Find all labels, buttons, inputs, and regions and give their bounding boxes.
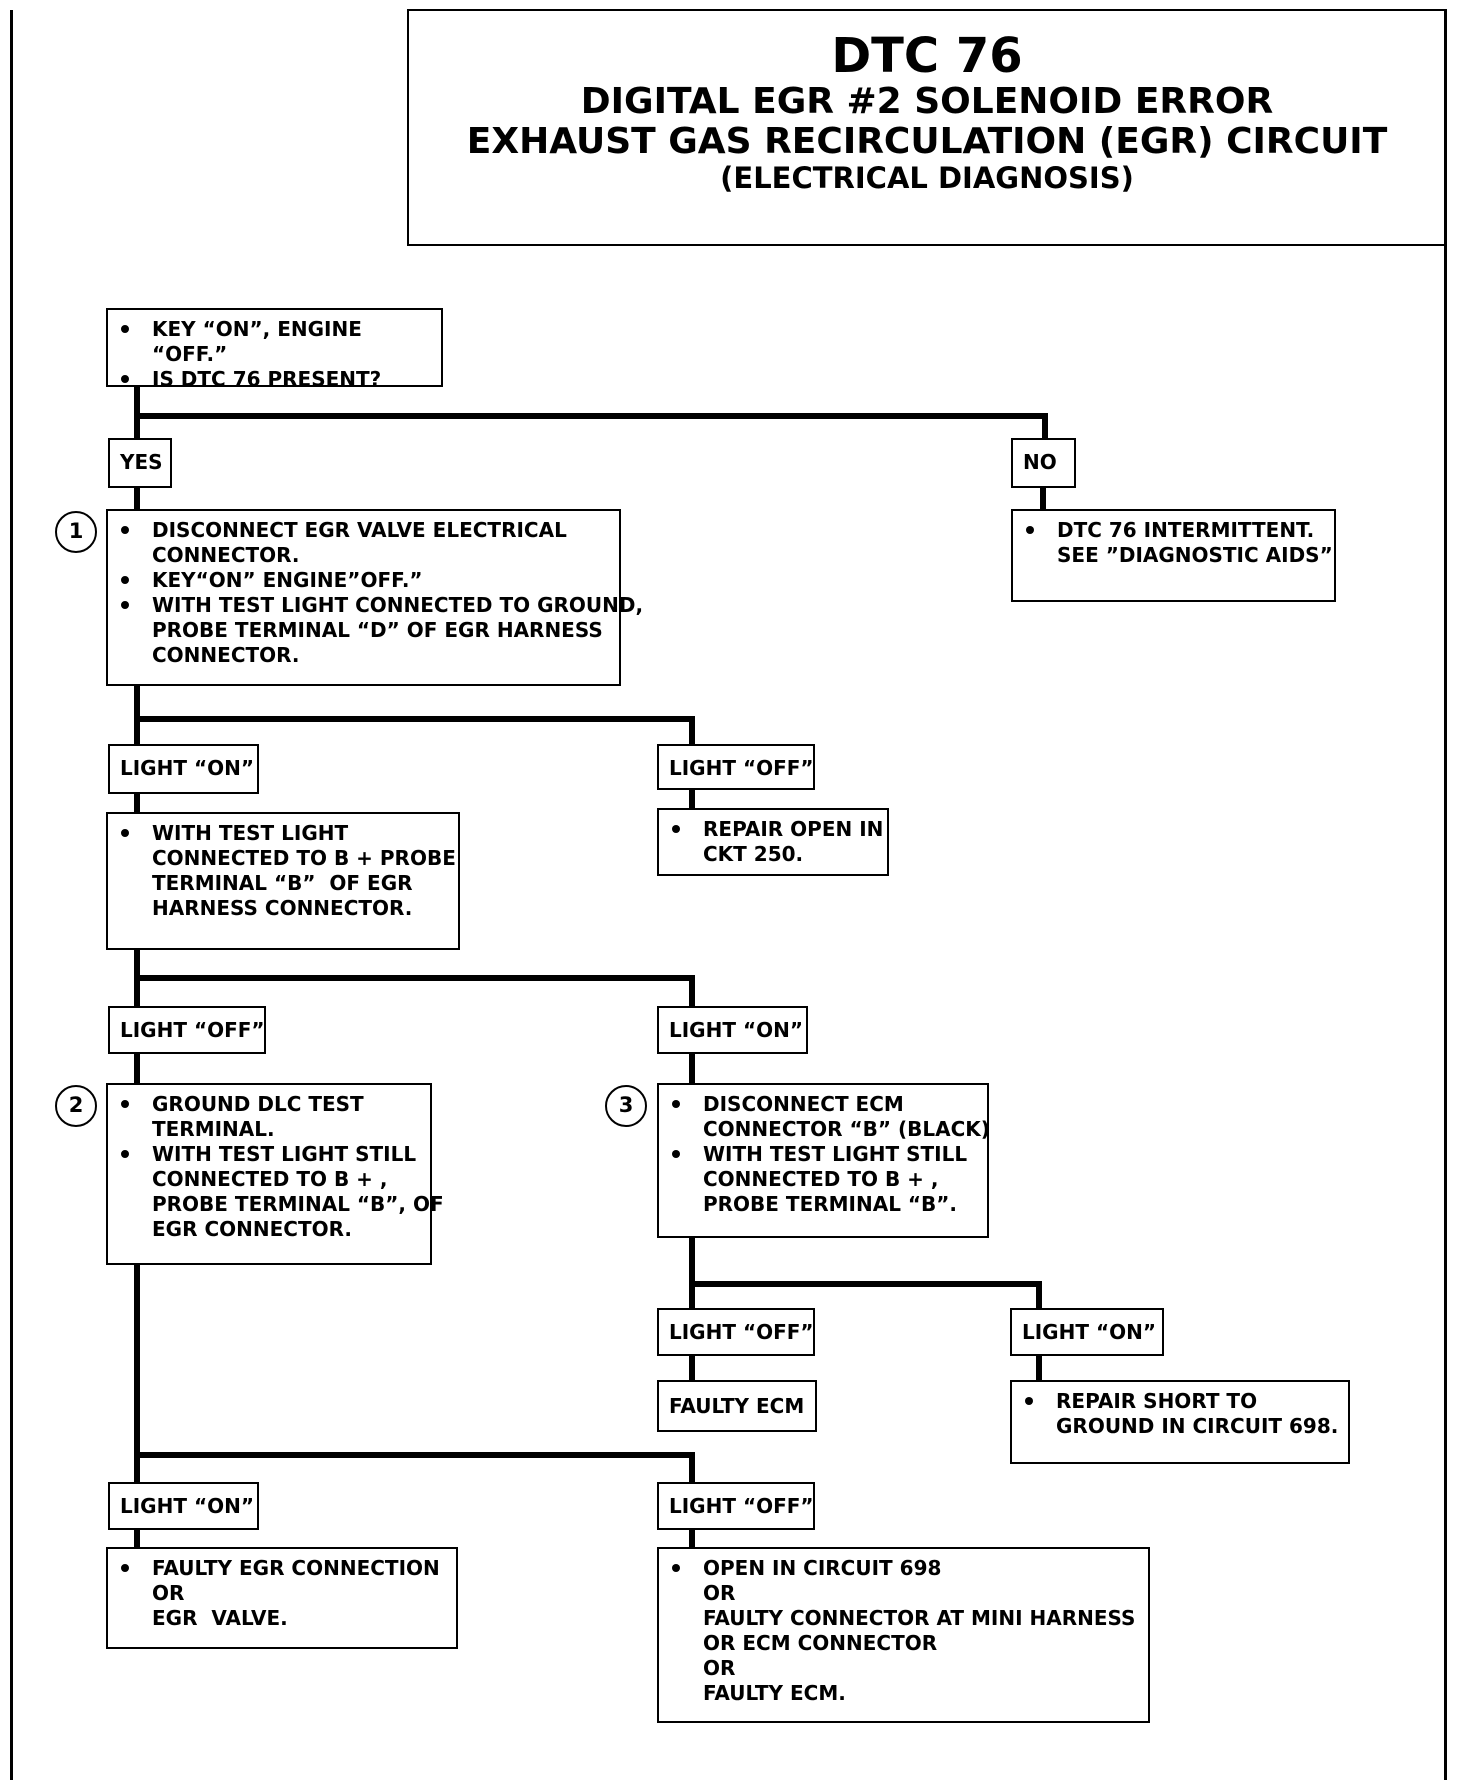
- step-start-box: KEY “ON”, ENGINE “OFF.” IS DTC 76 PRESEN…: [106, 308, 443, 391]
- label-light-off-c: LIGHT “OFF”: [657, 1308, 815, 1356]
- repair-short-box: REPAIR SHORT TO GROUND IN CIRCUIT 698.: [1010, 1380, 1350, 1464]
- step2-item-ground: GROUND DLC TEST TERMINAL.: [116, 1092, 422, 1142]
- dtc-intermittent-box: DTC 76 INTERMITTENT. SEE ”DIAGNOSTIC AID…: [1011, 509, 1336, 602]
- faulty-egr-item: FAULTY EGR CONNECTION OR EGR VALVE.: [116, 1556, 448, 1631]
- connector-branch-no: [134, 413, 1048, 441]
- label-yes: YES: [108, 438, 172, 488]
- frame-left-border: [10, 10, 13, 1780]
- title-line-2: EXHAUST GAS RECIRCULATION (EGR) CIRCUIT: [466, 121, 1388, 162]
- frame-right-border: [1444, 10, 1447, 1780]
- step1-text-disconnect: DISCONNECT EGR VALVE ELECTRICAL CONNECTO…: [152, 518, 567, 567]
- label-light-off-a: LIGHT “OFF”: [657, 744, 815, 790]
- connector-branch-c-on: [689, 1281, 1042, 1313]
- connector-branch-d-off: [134, 1452, 695, 1487]
- start-item-key: KEY “ON”, ENGINE “OFF.”: [116, 317, 433, 367]
- title-line-1: DIGITAL EGR #2 SOLENOID ERROR: [580, 81, 1274, 122]
- step1-item-key: KEY“ON” ENGINE”OFF.”: [116, 568, 611, 593]
- label-light-on-c: LIGHT “ON”: [1010, 1308, 1164, 1356]
- intermittent-item: DTC 76 INTERMITTENT. SEE ”DIAGNOSTIC AID…: [1021, 518, 1333, 568]
- step-2-box: GROUND DLC TEST TERMINAL. WITH TEST LIGH…: [106, 1083, 444, 1265]
- repair-open-item: REPAIR OPEN IN CKT 250.: [667, 817, 884, 867]
- step-marker-1: 1: [55, 511, 97, 553]
- connector-branch-b-on: [134, 975, 695, 1011]
- title-block: DTC 76 DIGITAL EGR #2 SOLENOID ERROR EXH…: [407, 10, 1445, 246]
- open-circuit-698-box: OPEN IN CIRCUIT 698 OR FAULTY CONNECTOR …: [657, 1547, 1150, 1723]
- repair-short-text: REPAIR SHORT TO GROUND IN CIRCUIT 698.: [1056, 1389, 1339, 1438]
- open-698-item: OPEN IN CIRCUIT 698 OR FAULTY CONNECTOR …: [667, 1556, 1140, 1706]
- start-item-question: IS DTC 76 PRESENT?: [116, 367, 433, 392]
- title-line-3: (ELECTRICAL DIAGNOSIS): [720, 161, 1134, 195]
- label-light-off-b: LIGHT “OFF”: [108, 1006, 266, 1054]
- repair-open-ckt250-box: REPAIR OPEN IN CKT 250.: [657, 808, 889, 876]
- repair-short-item: REPAIR SHORT TO GROUND IN CIRCUIT 698.: [1020, 1389, 1340, 1439]
- dtc-code-title: DTC 76: [831, 28, 1023, 84]
- label-light-off-d: LIGHT “OFF”: [657, 1482, 815, 1530]
- step3-item-probe: WITH TEST LIGHT STILL CONNECTED TO B + ,…: [667, 1142, 979, 1217]
- step3-text-probe: WITH TEST LIGHT STILL CONNECTED TO B + ,…: [703, 1142, 968, 1216]
- connector-branch-a-off: [134, 716, 695, 751]
- label-no: NO: [1011, 438, 1076, 488]
- step-3-box: DISCONNECT ECM CONNECTOR “B” (BLACK) WIT…: [657, 1083, 990, 1238]
- open-698-text: OPEN IN CIRCUIT 698 OR FAULTY CONNECTOR …: [703, 1556, 1136, 1705]
- step1-item-disconnect: DISCONNECT EGR VALVE ELECTRICAL CONNECTO…: [116, 518, 611, 568]
- step-1-box: DISCONNECT EGR VALVE ELECTRICAL CONNECTO…: [106, 509, 644, 686]
- step1-text-probe: WITH TEST LIGHT CONNECTED TO GROUND, PRO…: [152, 593, 644, 667]
- step2-item-probe: WITH TEST LIGHT STILL CONNECTED TO B + ,…: [116, 1142, 444, 1242]
- probe-terminal-b-box: WITH TEST LIGHT CONNECTED TO B + PROBE T…: [106, 812, 460, 950]
- step-marker-3: 3: [605, 1085, 647, 1127]
- repair-open-text: REPAIR OPEN IN CKT 250.: [703, 817, 884, 866]
- faulty-egr-connection-box: FAULTY EGR CONNECTION OR EGR VALVE.: [106, 1547, 458, 1649]
- step1-text-key: KEY“ON” ENGINE”OFF.”: [152, 568, 423, 592]
- step-marker-2: 2: [55, 1085, 97, 1127]
- step2-text-probe: WITH TEST LIGHT STILL CONNECTED TO B + ,…: [152, 1142, 444, 1241]
- step1-item-probe: WITH TEST LIGHT CONNECTED TO GROUND, PRO…: [116, 593, 644, 668]
- step3-item-disconnect: DISCONNECT ECM CONNECTOR “B” (BLACK): [667, 1092, 990, 1142]
- step2-text-ground: GROUND DLC TEST TERMINAL.: [152, 1092, 364, 1141]
- probe-item: WITH TEST LIGHT CONNECTED TO B + PROBE T…: [116, 821, 456, 921]
- label-light-on-b: LIGHT “ON”: [657, 1006, 808, 1054]
- probe-text: WITH TEST LIGHT CONNECTED TO B + PROBE T…: [152, 821, 456, 920]
- frame-top-border: [407, 9, 1447, 11]
- step3-text-disconnect: DISCONNECT ECM CONNECTOR “B” (BLACK): [703, 1092, 990, 1141]
- faulty-ecm-box: FAULTY ECM: [657, 1380, 817, 1432]
- intermittent-text: DTC 76 INTERMITTENT. SEE ”DIAGNOSTIC AID…: [1057, 518, 1333, 567]
- label-light-on-a: LIGHT “ON”: [108, 744, 259, 794]
- label-light-on-d: LIGHT “ON”: [108, 1482, 259, 1530]
- faulty-egr-text: FAULTY EGR CONNECTION OR EGR VALVE.: [152, 1556, 440, 1630]
